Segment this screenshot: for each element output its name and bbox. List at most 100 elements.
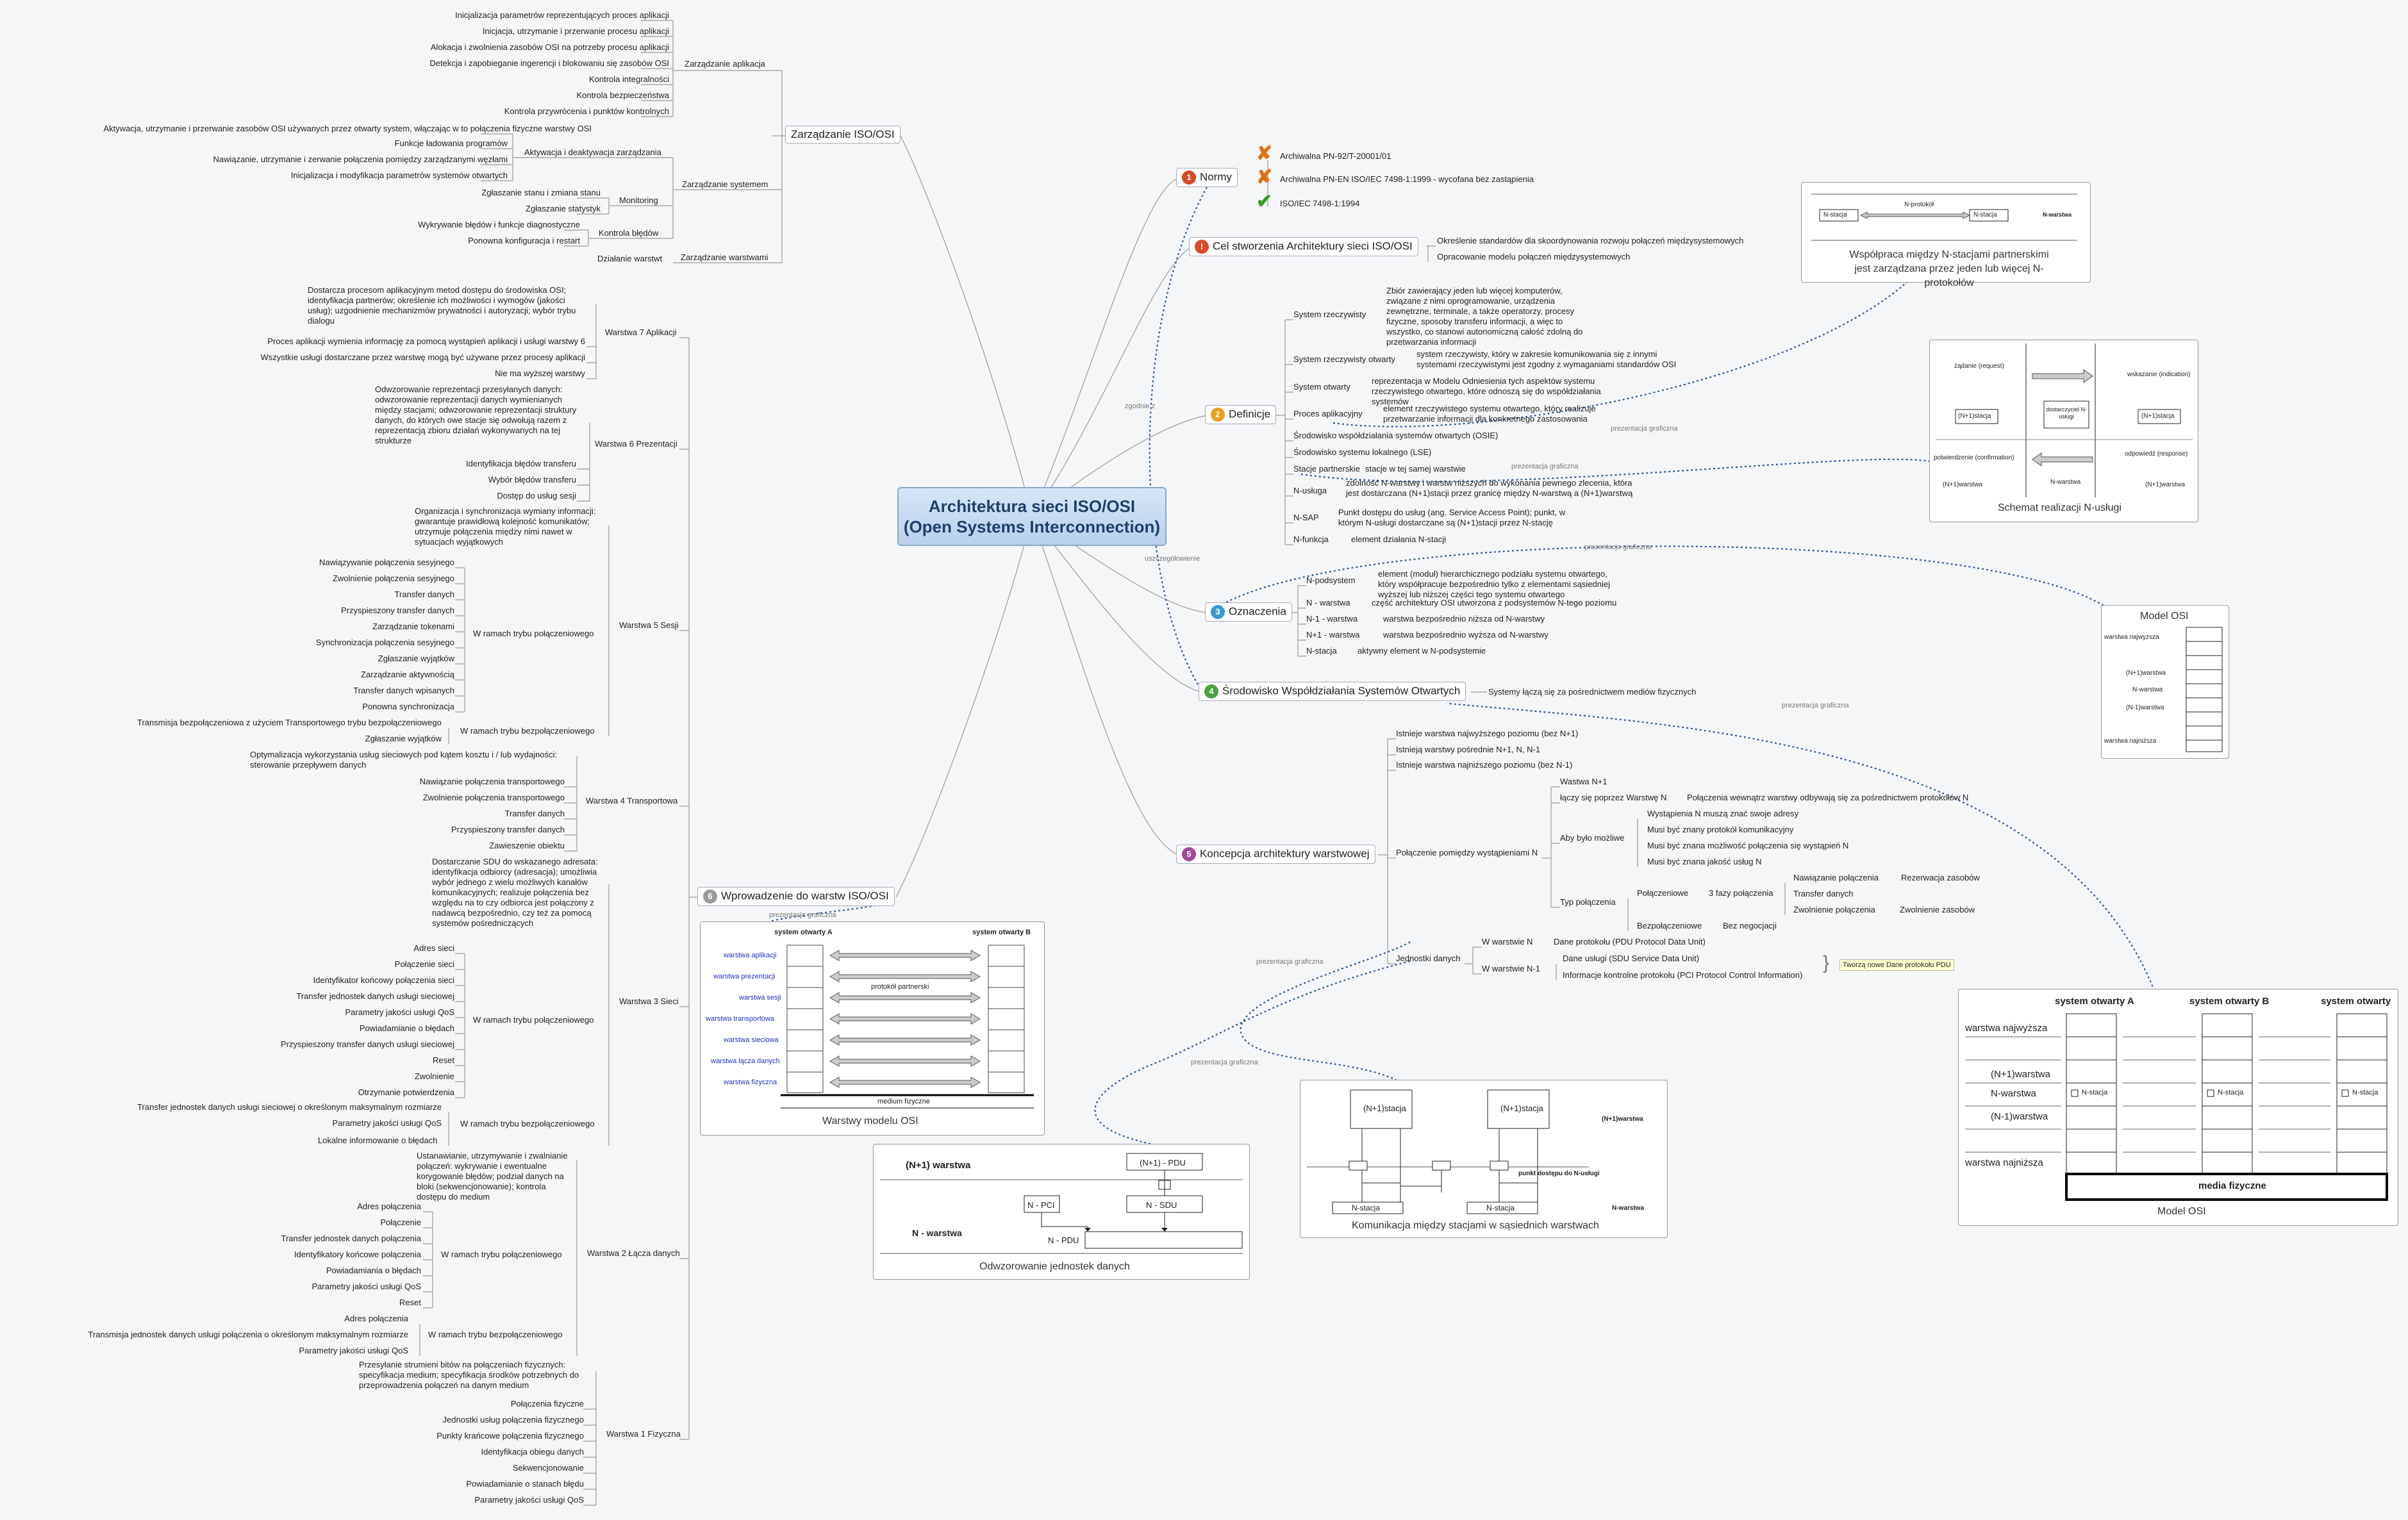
list-item[interactable]: Przyspieszony transfer danych usługi sie… — [281, 1039, 454, 1049]
list-item[interactable]: Powiadamianie o stanach błędu — [466, 1479, 584, 1489]
list-item[interactable]: Reset — [433, 1055, 454, 1065]
layer-4-desc[interactable]: Optymalizacja wykorzystania usług siecio… — [250, 750, 558, 770]
list-item[interactable]: Rezerwacja zasobów — [1901, 873, 1980, 882]
list-item[interactable]: Alokacja i zwolnienia zasobów OSI na pot… — [430, 42, 669, 52]
list-item[interactable]: Wszystkie usługi dostarczane przez warst… — [260, 352, 585, 362]
list-item[interactable]: Kontrola integralności — [588, 74, 669, 84]
def-value[interactable]: element działania N-stacji — [1351, 534, 1447, 544]
tryb-label[interactable]: W ramach trybu bezpołączeniowego — [460, 1119, 595, 1128]
layer-7-label[interactable]: Warstwa 7 Aplikacji — [605, 327, 677, 337]
list-item[interactable]: Inicjalizacja i modyfikacja parametrów s… — [290, 170, 508, 180]
list-item[interactable]: Zarządzanie aktywnością — [361, 670, 454, 679]
list-item[interactable]: Musi być znany protokół komunikacyjny — [1647, 825, 1794, 834]
list-item[interactable]: Połączenia wewnątrz warstwy odbywają się… — [1687, 793, 1969, 802]
list-item[interactable]: Musi być znana jakość usług N — [1647, 857, 1762, 866]
list-item[interactable]: Kontrola bezpieczeństwa — [576, 90, 669, 100]
list-item[interactable]: Transfer danych — [394, 590, 454, 599]
list-item[interactable]: Przyspieszony transfer danych — [340, 606, 454, 615]
list-item[interactable]: Wastwa N+1 — [1560, 777, 1607, 786]
def-value[interactable]: reprezentacja w Modelu Odniesienia tych … — [1372, 376, 1601, 406]
list-item[interactable]: Nawiązanie połączenia — [1793, 873, 1879, 882]
list-item[interactable]: Transmisja jednostek danych usługi połąc… — [88, 1330, 409, 1339]
list-item[interactable]: Typ połączenia — [1560, 897, 1616, 907]
layer-5-label[interactable]: Warstwa 5 Sesji — [619, 620, 679, 630]
tryb-label[interactable]: W ramach trybu bezpołączeniowego — [428, 1330, 563, 1339]
def-value[interactable]: zdolność N-warstwy i warstw niższych do … — [1346, 478, 1633, 498]
def-key[interactable]: Stacje partnerskie — [1293, 464, 1361, 474]
list-item[interactable]: Nie ma wyższej warstwy — [495, 368, 585, 378]
list-item[interactable]: Dostęp do usług sesji — [497, 491, 576, 500]
list-item[interactable]: Transfer danych wpisanych — [353, 686, 454, 695]
def-key[interactable]: Środowisko systemu lokalnego (LSE) — [1293, 447, 1432, 457]
def-value[interactable]: Punkt dostępu do usług (ang. Service Acc… — [1338, 508, 1566, 527]
list-item[interactable]: Punkty krańcowe połączenia fizycznego — [436, 1431, 584, 1441]
list-item[interactable]: Aby było możliwe — [1560, 833, 1625, 843]
list-item[interactable]: Ponowna konfiguracja i restart — [468, 236, 580, 245]
list-item[interactable]: Zwolnienie połączenia — [1793, 905, 1875, 914]
list-item[interactable]: Wykrywanie błędów i funkcje diagnostyczn… — [418, 220, 580, 229]
ozn-value[interactable]: warstwa bezpośrednio wyższa od N-warstwy — [1383, 630, 1549, 640]
list-item[interactable]: Zwolnienie — [414, 1071, 454, 1081]
list-item[interactable]: Systemy łączą się za pośrednictwem medió… — [1488, 687, 1697, 697]
list-item[interactable]: Zgłaszanie stanu i zmiana stanu — [481, 188, 601, 197]
list-item[interactable]: Zgłaszanie wyjątków — [378, 654, 454, 663]
list-item[interactable]: Identyfikator końcowy połączenia sieci — [313, 975, 454, 985]
list-item[interactable]: Zawieszenie obiektu — [489, 841, 565, 850]
def-value[interactable]: system rzeczywisty, który w zakresie kom… — [1416, 349, 1677, 369]
list-item[interactable]: Identyfikatory końcowe połączenia — [294, 1250, 421, 1259]
list-item[interactable]: Zgłaszanie wyjątków — [365, 734, 442, 743]
tryb-label[interactable]: W ramach trybu połączeniowego — [441, 1250, 562, 1259]
list-item[interactable]: Wystąpienia N muszą znać swoje adresy — [1647, 809, 1799, 818]
list-item[interactable]: Określenie standardów dla skoordynowania… — [1437, 236, 1744, 245]
central-topic[interactable]: Architektura sieci ISO/OSI (Open Systems… — [897, 487, 1167, 546]
list-item[interactable]: Adres sieci — [413, 943, 454, 953]
list-item[interactable]: Otrzymanie potwierdzenia — [358, 1087, 454, 1097]
ozn-value[interactable]: element (moduł) hierarchicznego podziału… — [1378, 569, 1611, 599]
zarz-warstwami-label[interactable]: Zarządzanie warstwami — [681, 252, 768, 262]
list-item[interactable]: Zwolnienie połączenia transportowego — [422, 793, 565, 802]
list-item[interactable]: Połączenia fizyczne — [510, 1399, 584, 1408]
list-item[interactable]: Adres połączenia — [357, 1202, 421, 1211]
list-item[interactable]: Funkcje ładowania programów — [394, 138, 508, 148]
kontrola-bledow-label[interactable]: Kontrola błędów — [599, 228, 659, 238]
list-item[interactable]: Nawiązanie połączenia transportowego — [419, 777, 565, 786]
monitoring-label[interactable]: Monitoring — [619, 195, 658, 205]
list-item[interactable]: Informacje kontrolne protokołu (PCI Prot… — [1563, 970, 1803, 980]
list-item[interactable]: Kontrola przywrócenia i punktów kontroln… — [504, 106, 669, 116]
def-value[interactable]: Zbiór zawierający jeden lub więcej kompu… — [1386, 286, 1583, 347]
ozn-key[interactable]: N-1 - warstwa — [1306, 614, 1358, 624]
list-item[interactable]: Lokalne informowanie o błędach — [318, 1136, 438, 1145]
def-key[interactable]: N-usługa — [1293, 486, 1327, 495]
list-item[interactable]: Bezpołączeniowe — [1637, 921, 1702, 930]
list-item[interactable]: Synchronizacja połączenia sesyjnego — [315, 638, 454, 647]
list-item[interactable]: Archiwalna PN-EN ISO/IEC 7498-1:1999 - w… — [1280, 174, 1534, 184]
list-item[interactable]: Parametry jakości usługi QoS — [311, 1282, 421, 1291]
list-item[interactable]: Archiwalna PN-92/T-20001/01 — [1280, 151, 1391, 161]
list-item[interactable]: Parametry jakości usługi QoS — [332, 1118, 442, 1128]
list-item[interactable]: Przyspieszony transfer danych — [451, 825, 565, 834]
layer-6-desc[interactable]: Odwzorowanie reprezentacji przesyłanych … — [375, 384, 577, 445]
list-item[interactable]: Nawiązanie, utrzymanie i zerwanie połącz… — [213, 154, 508, 164]
list-item[interactable]: W warstwie N-1 — [1482, 964, 1541, 973]
list-item[interactable]: Dane usługi (SDU Service Data Unit) — [1563, 954, 1700, 963]
list-item[interactable]: Istnieje warstwa najniższego poziomu (be… — [1396, 760, 1573, 770]
tryb-label[interactable]: W ramach trybu bezpołączeniowego — [460, 726, 595, 736]
layer-4-label[interactable]: Warstwa 4 Transportowa — [586, 796, 678, 805]
polaczenie-label[interactable]: Połączenie pomiędzy wystąpieniami N — [1396, 848, 1538, 857]
list-item[interactable]: ISO/IEC 7498-1:1994 — [1280, 199, 1360, 208]
zarz-systemem-label[interactable]: Zarządzanie systemem — [682, 179, 768, 189]
list-item[interactable]: Aktywacja, utrzymanie i przerwanie zasob… — [103, 124, 592, 133]
list-item[interactable]: Transmisja bezpołączeniowa z użyciem Tra… — [137, 718, 442, 727]
layer-3-desc[interactable]: Dostarczanie SDU do wskazanego adresata:… — [432, 857, 598, 928]
list-item[interactable]: Adres połączenia — [344, 1314, 408, 1323]
def-key[interactable]: System rzeczywisty otwarty — [1293, 354, 1395, 364]
ozn-key[interactable]: N-stacja — [1306, 646, 1337, 656]
list-item[interactable]: Proces aplikacji wymienia informację za … — [267, 336, 585, 346]
list-item[interactable]: Inicjacja, utrzymanie i przerwanie proce… — [482, 26, 669, 36]
list-item[interactable]: Zgłaszanie statystyk — [525, 204, 601, 213]
